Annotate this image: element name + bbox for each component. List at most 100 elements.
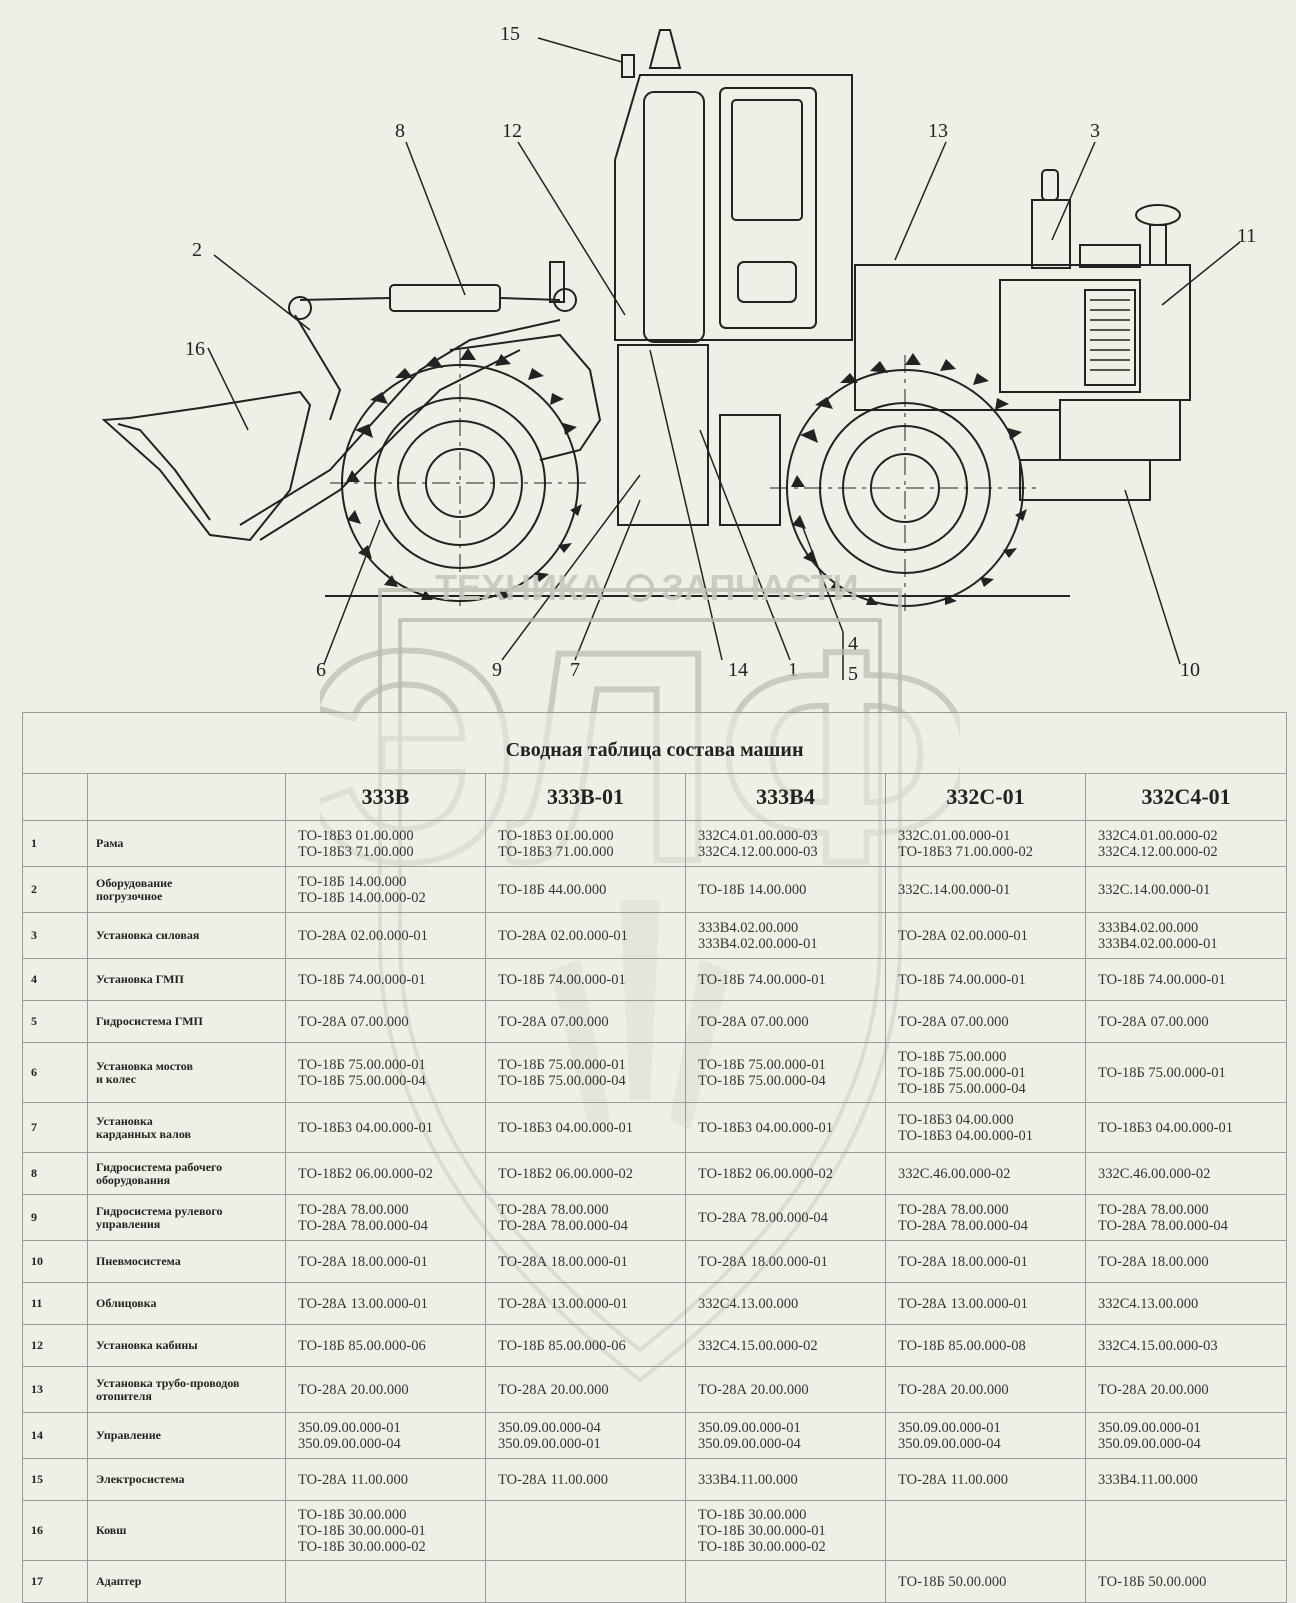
part-number: ТО-18Б 30.00.000-01 (298, 1522, 426, 1539)
row-name-line: Установка кабины (96, 1338, 198, 1352)
row-name: Рама (87, 820, 286, 867)
part-number-cell: ТО-28А 11.00.000 (485, 1458, 686, 1501)
part-number: ТО-18Б 30.00.000-02 (298, 1538, 426, 1555)
row-name: Установка ГМП (87, 958, 286, 1001)
part-number: ТО-18Б 75.00.000-04 (298, 1072, 426, 1089)
part-number: 350.09.00.000-04 (498, 1419, 601, 1436)
part-number-cell (485, 1560, 686, 1603)
part-number: ТО-28А 78.00.000-04 (1098, 1217, 1228, 1234)
part-number-cell: ТО-18Б 85.00.000-06 (285, 1324, 486, 1367)
part-number: 332С.01.00.000-01 (898, 827, 1011, 844)
part-number: 333В4.11.00.000 (698, 1471, 798, 1488)
part-number: ТО-18Б2 06.00.000-02 (698, 1165, 833, 1182)
part-number: ТО-28А 20.00.000 (898, 1381, 1009, 1398)
part-number: ТО-18Б 30.00.000 (698, 1506, 807, 1523)
part-number-cell: ТО-18Б 50.00.000 (885, 1560, 1086, 1603)
part-number: 332С4.01.00.000-02 (1098, 827, 1218, 844)
row-name-line: карданных валов (96, 1126, 192, 1141)
part-number: ТО-18Б 30.00.000 (298, 1506, 407, 1523)
row-number: 10 (22, 1240, 88, 1283)
row-name-line: Гидросистема рабочего (96, 1159, 223, 1174)
row-name-line: погрузочное (96, 888, 163, 903)
part-number-cell: 332С.46.00.000-02 (1084, 1152, 1288, 1195)
part-number: 333В4.02.00.000 (698, 919, 799, 936)
part-number-cell: ТО-28А 18.00.000-01 (885, 1240, 1086, 1283)
part-number: ТО-18Б3 04.00.000 (898, 1111, 1014, 1128)
part-number-cell (1084, 1500, 1288, 1561)
part-number-cell: ТО-28А 02.00.000-01 (885, 912, 1086, 959)
part-number: 350.09.00.000-04 (698, 1435, 801, 1452)
part-number: 350.09.00.000-01 (698, 1419, 801, 1436)
part-number: ТО-18Б 74.00.000-01 (1098, 971, 1226, 988)
row-number: 12 (22, 1324, 88, 1367)
model-header: 332С4-01 (1084, 773, 1288, 821)
part-number: ТО-28А 02.00.000-01 (498, 927, 628, 944)
row-name: Электросистема (87, 1458, 286, 1501)
part-number-cell: ТО-18Б 74.00.000-01 (1084, 958, 1288, 1001)
row-name: Адаптер (87, 1560, 286, 1603)
callout-11: 11 (1237, 225, 1256, 247)
part-number: 332С4.15.00.000-02 (698, 1337, 818, 1354)
row-number: 15 (22, 1458, 88, 1501)
callout-1: 1 (788, 659, 798, 681)
row-name-line: Гидросистема ГМП (96, 1014, 203, 1028)
part-number-cell: ТО-28А 20.00.000 (1084, 1366, 1288, 1413)
row-name-line: Рама (96, 836, 124, 850)
part-number-cell: ТО-18Б 85.00.000-06 (485, 1324, 686, 1367)
part-number: ТО-18Б 75.00.000-04 (898, 1080, 1026, 1097)
row-name-line: и колес (96, 1071, 137, 1086)
part-number: ТО-28А 07.00.000 (898, 1013, 1009, 1030)
part-number-cell: 332С4.13.00.000 (1084, 1282, 1288, 1325)
row-number: 7 (22, 1102, 88, 1153)
model-header: 332С-01 (885, 773, 1086, 821)
callout-6: 6 (316, 659, 326, 681)
row-name-line: Ковш (96, 1523, 127, 1537)
part-number: ТО-28А 13.00.000-01 (898, 1295, 1028, 1312)
row-name-line: управления (96, 1216, 161, 1231)
part-number: ТО-28А 20.00.000 (298, 1381, 409, 1398)
part-number: 332С.46.00.000-02 (1098, 1165, 1211, 1182)
part-number: ТО-28А 78.00.000-04 (698, 1209, 828, 1226)
header-name-cell (87, 773, 286, 821)
part-number: ТО-28А 11.00.000 (898, 1471, 1009, 1488)
part-number-cell: ТО-28А 07.00.000 (685, 1000, 886, 1043)
part-number-cell: ТО-18Б 74.00.000-01 (685, 958, 886, 1001)
part-number-cell (285, 1560, 486, 1603)
part-number: ТО-28А 02.00.000-01 (298, 927, 428, 944)
row-name-line: Установка трубо-проводов (96, 1375, 240, 1390)
row-name-line: Электросистема (96, 1472, 185, 1486)
row-number: 13 (22, 1366, 88, 1413)
part-number: 350.09.00.000-01 (498, 1435, 601, 1452)
part-number: ТО-28А 78.00.000 (498, 1201, 609, 1218)
part-number-cell: ТО-28А 11.00.000 (285, 1458, 486, 1501)
part-number: 333В4.11.00.000 (1098, 1471, 1198, 1488)
part-number: 350.09.00.000-04 (1098, 1435, 1201, 1452)
part-number: ТО-18Б 50.00.000 (898, 1573, 1007, 1590)
row-number: 8 (22, 1152, 88, 1195)
part-number-cell: ТО-28А 13.00.000-01 (485, 1282, 686, 1325)
callout-5: 5 (848, 663, 858, 685)
row-number: 17 (22, 1560, 88, 1603)
callout-15: 15 (500, 23, 520, 45)
part-number-cell: 333В4.11.00.000 (1084, 1458, 1288, 1501)
callout-12: 12 (502, 120, 522, 142)
part-number-cell: ТО-28А 07.00.000 (485, 1000, 686, 1043)
part-number: ТО-28А 18.00.000-01 (498, 1253, 628, 1270)
part-number: 333В4.02.00.000-01 (1098, 935, 1218, 952)
part-number: 332С4.01.00.000-03 (698, 827, 818, 844)
